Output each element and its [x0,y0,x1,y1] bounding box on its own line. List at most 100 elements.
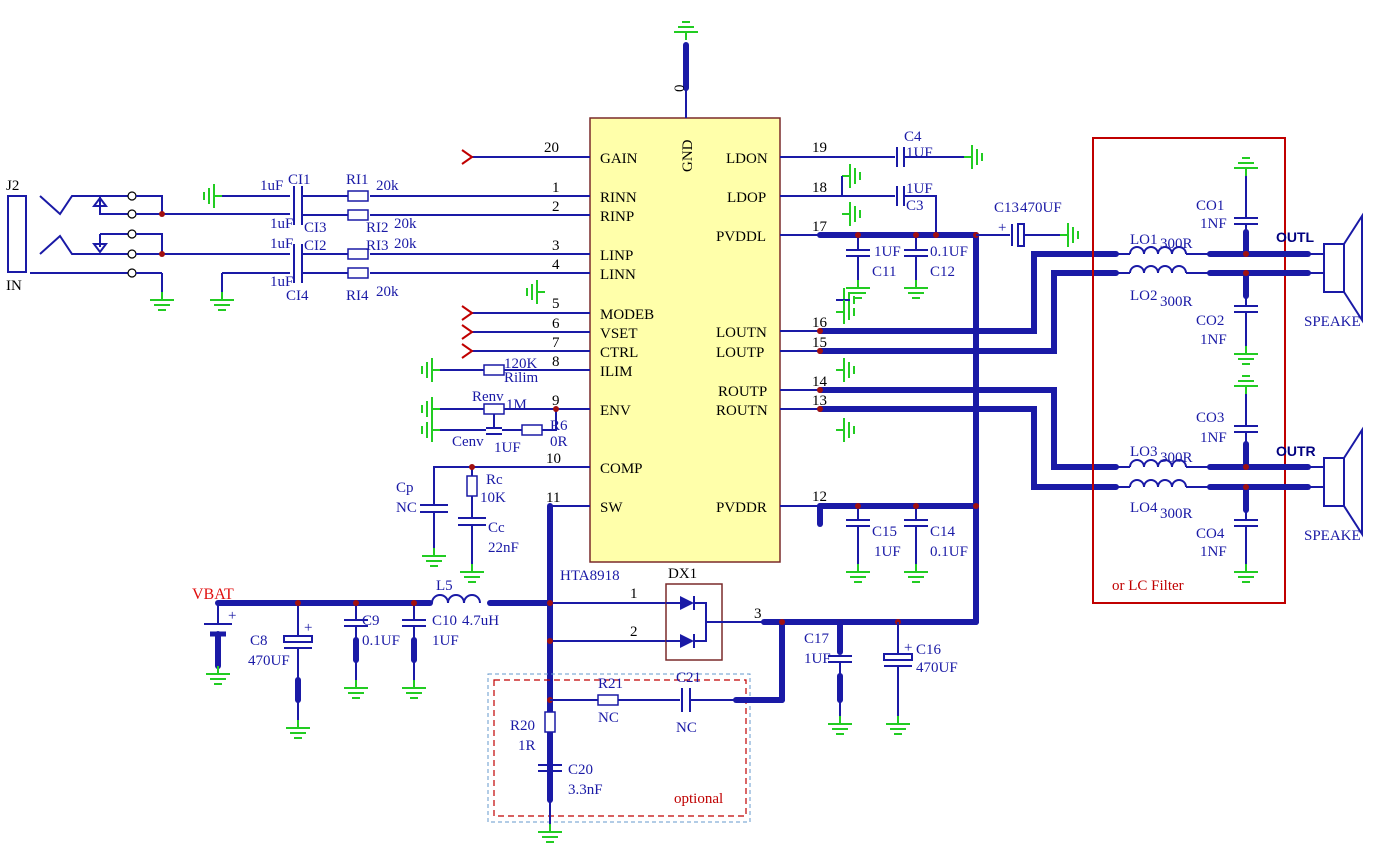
dx1-pin3: 3 [754,606,762,622]
svg-text:+: + [228,608,236,624]
svg-text:+: + [998,220,1006,236]
pin13-name: ROUTN [716,403,768,419]
r6-ref: R6 [550,418,568,434]
c14-ref: C14 [930,524,956,540]
ci1-value: 1uF [260,178,283,194]
pin19-num: 19 [812,140,827,156]
pin11-name: SW [600,500,623,516]
optional-snubber [537,688,785,843]
co2-value: 1NF [1200,332,1227,348]
pin15-num: 15 [812,335,827,351]
pin18-num: 18 [812,180,827,196]
rc-value: 10K [480,490,506,506]
right-pin-lines [780,156,895,507]
lo2-ref: LO2 [1130,288,1158,304]
c17-value: 1UF [804,651,831,667]
c17-ref: C17 [804,631,830,647]
optional-label: optional [674,791,723,807]
c10-value: 1UF [432,633,459,649]
dx1-pin1: 1 [630,586,638,602]
ic-part-label: HTA8918 [560,568,620,584]
lc-filter-box [1092,137,1286,604]
input-jack [7,191,290,311]
pin15-name: LOUTP [716,345,764,361]
c11-value: 1UF [874,244,901,260]
pin5-name: MODEB [600,307,654,323]
dx1-pin2: 2 [630,624,638,640]
rilim-ref: Rilim [504,370,539,386]
co1-ref: CO1 [1196,198,1224,214]
pin1-num: 1 [552,180,560,196]
r6-value: 0R [550,434,568,450]
ri4-ref: RI4 [346,288,369,304]
jack-label: IN [6,278,22,294]
co3-value: 1NF [1200,430,1227,446]
ri3-ref: RI3 [366,238,389,254]
pin20-num: 20 [544,140,559,156]
lo3-value: 300R [1160,450,1193,466]
pin19-name: LDON [726,151,768,167]
r21-value: NC [598,710,619,726]
ri2-ref: RI2 [366,220,389,236]
pin4-num: 4 [552,257,560,273]
pin13-num: 13 [812,393,827,409]
pin3-num: 3 [552,238,560,254]
co1-value: 1NF [1200,216,1227,232]
optional-inner-box [493,679,747,817]
outr-label: OUTR [1276,443,1316,459]
rc-ref: Rc [486,472,503,488]
ci1-ref: CI1 [288,172,311,188]
pin9-num: 9 [552,393,560,409]
c21-value: NC [676,720,697,736]
speaker-top-icon [1308,212,1363,324]
c15-value: 1UF [874,544,901,560]
c13-value: 470UF [1020,200,1062,216]
c20-value: 3.3nF [568,782,603,798]
c4-value: 1UF [906,145,933,161]
ci2-ref: CI2 [304,238,327,254]
c20-ref: C20 [568,762,593,778]
pin-gnd-name: GND [680,139,696,172]
pin12-name: PVDDR [716,500,767,516]
c3-ref: C3 [906,198,924,214]
pin16-name: LOUTN [716,325,767,341]
r20-ref: R20 [510,718,535,734]
pin3-name: LINP [600,248,633,264]
pin7-num: 7 [552,335,560,351]
pin20-name: GAIN [600,151,638,167]
r21-ref: R21 [598,676,623,692]
c9-ref: C9 [362,613,380,629]
c8-value: 470UF [248,653,290,669]
output-routing [817,251,1119,490]
c21-ref: C21 [676,670,701,686]
ic-body [589,117,781,563]
rilim-value: 120K [504,356,538,372]
ci4-ref: CI4 [286,288,309,304]
cc-ref: Cc [488,520,505,536]
r20-value: 1R [518,738,536,754]
lc-filter [1116,157,1311,583]
c8-ref: C8 [250,633,268,649]
co4-ref: CO4 [1196,526,1225,542]
l5-value: 4.7uH [462,613,499,629]
cp-value: NC [396,500,417,516]
config-network [420,357,559,583]
svg-text:+: + [904,640,912,656]
pin7-name: CTRL [600,345,638,361]
lo1-value: 300R [1160,236,1193,252]
pin4-name: LINN [600,267,636,283]
c15-ref: C15 [872,524,897,540]
input-coupling [203,183,369,311]
pin14-name: ROUTP [718,384,767,400]
c13-ref: C13 [994,200,1019,216]
pin11-num: 11 [546,490,560,506]
ci3-ref: CI3 [304,220,327,236]
c11-ref: C11 [872,264,896,280]
svg-text:+: + [304,620,312,636]
pin17-name: PVDDL [716,229,766,245]
cenv-ref: Cenv [452,434,484,450]
speaker-top-label: SPEAKE [1304,314,1361,330]
ri2-value: 20k [394,216,417,232]
c12-value: 0.1UF [930,244,968,260]
